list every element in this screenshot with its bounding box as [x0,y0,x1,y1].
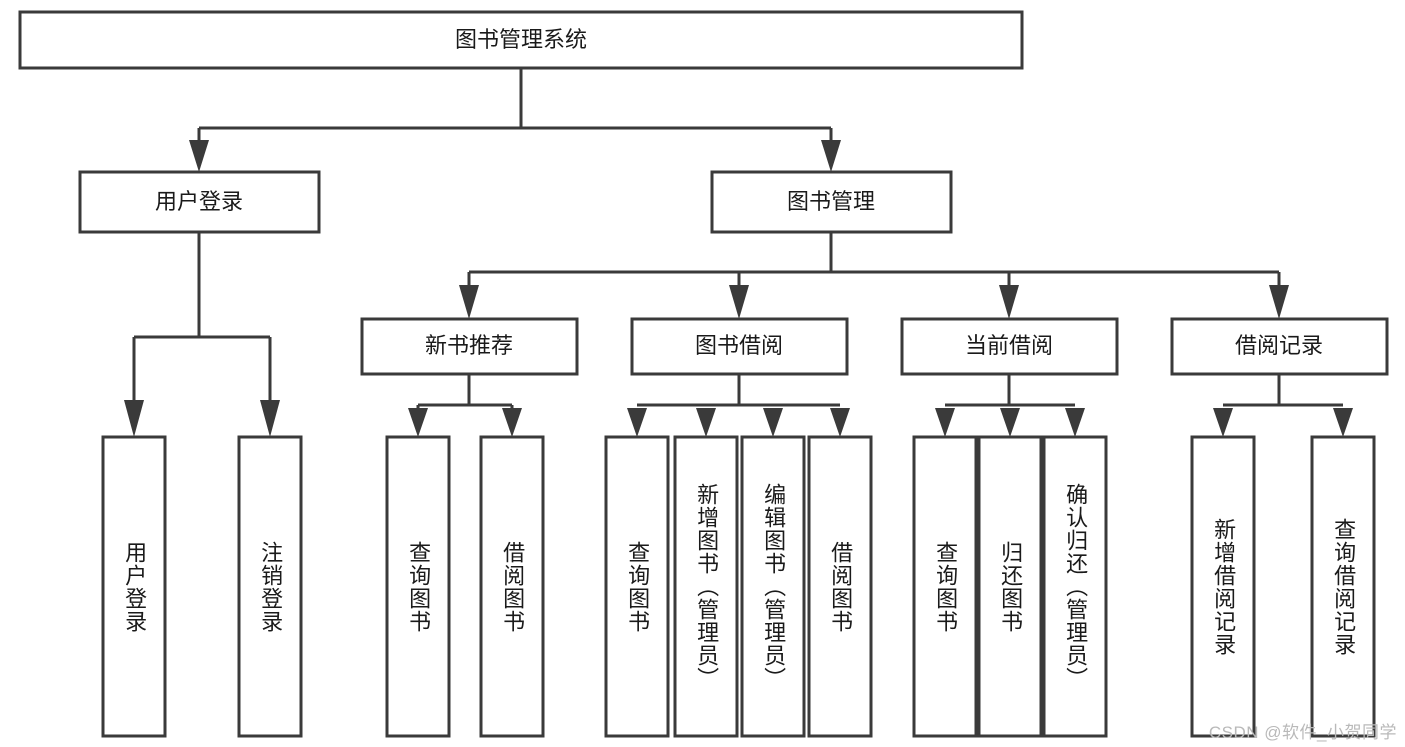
node-current-borrow-box[interactable] [900,317,1119,376]
leaf-box-user-login[interactable] [101,435,167,738]
arrow-head-book-borrow [729,285,749,319]
connectors-root-to-level2 [189,68,841,172]
arrow-head-leaf-query-book-1 [408,408,428,437]
node-user-login-box[interactable] [78,170,321,234]
watermark-label: CSDN @软件_小贺同学 [1208,723,1397,742]
arrow-head-current-borrow [999,285,1019,319]
arrow-head-leaf-add-book [696,408,716,437]
leaf-box-query-book-3[interactable] [912,435,978,738]
leaf-box-add-record[interactable] [1190,435,1256,738]
arrow-head-leaf-query-book-2 [627,408,647,437]
connectors-new-book-to-leaves [408,374,522,437]
arrow-head-new-book [459,285,479,319]
node-book-mgmt-box[interactable] [710,170,953,234]
node-user-login-label: 用户登录 [155,189,243,214]
node-root-box[interactable] [18,10,1024,70]
node-borrow-record-label: 借阅记录 [1235,333,1323,358]
connectors-current-borrow-to-leaves [935,374,1085,437]
arrow-head-leaf-user-login [124,400,144,437]
leaf-box-query-book-2[interactable] [604,435,670,738]
arrow-head-leaf-confirm-return [1065,408,1085,437]
leaf-box-query-record[interactable] [1310,435,1376,738]
arrow-head-leaf-query-record [1333,408,1353,437]
arrow-head-leaf-return-book [1000,408,1020,437]
leaf-box-return-book[interactable] [977,435,1043,738]
node-new-book-label: 新书推荐 [425,333,513,358]
arrow-head-borrow-record [1269,285,1289,319]
connectors-user-login-to-leaves [124,232,280,437]
arrow-head-leaf-borrow-book-1 [502,408,522,437]
node-book-mgmt-label: 图书管理 [787,189,875,214]
arrow-head-leaf-borrow-book-2 [830,408,850,437]
node-book-borrow-box[interactable] [630,317,849,376]
leaf-box-query-book-1[interactable] [385,435,451,738]
arrow-head-leaf-query-book-3 [935,408,955,437]
arrow-head-leaf-logout [260,400,280,437]
node-current-borrow-label: 当前借阅 [965,333,1053,358]
arrow-head-user-login [189,140,209,172]
connectors-book-mgmt-to-level3 [459,232,1289,319]
arrow-head-book-mgmt [821,140,841,172]
leaf-box-edit-book[interactable] [740,435,806,738]
node-root-label: 图书管理系统 [455,27,587,52]
leaf-box-logout[interactable] [237,435,303,738]
leaf-box-add-book[interactable] [673,435,739,738]
node-new-book-box[interactable] [360,317,579,376]
node-borrow-record-box[interactable] [1170,317,1389,376]
leaf-box-confirm-return[interactable] [1042,435,1108,738]
connectors-borrow-record-to-leaves [1213,374,1353,437]
arrow-head-leaf-add-record [1213,408,1233,437]
connectors-book-borrow-to-leaves [627,374,850,437]
arrow-head-leaf-edit-book [763,408,783,437]
leaf-box-borrow-book-1[interactable] [479,435,545,738]
node-book-borrow-label: 图书借阅 [695,333,783,358]
leaf-box-borrow-book-2[interactable] [807,435,873,738]
